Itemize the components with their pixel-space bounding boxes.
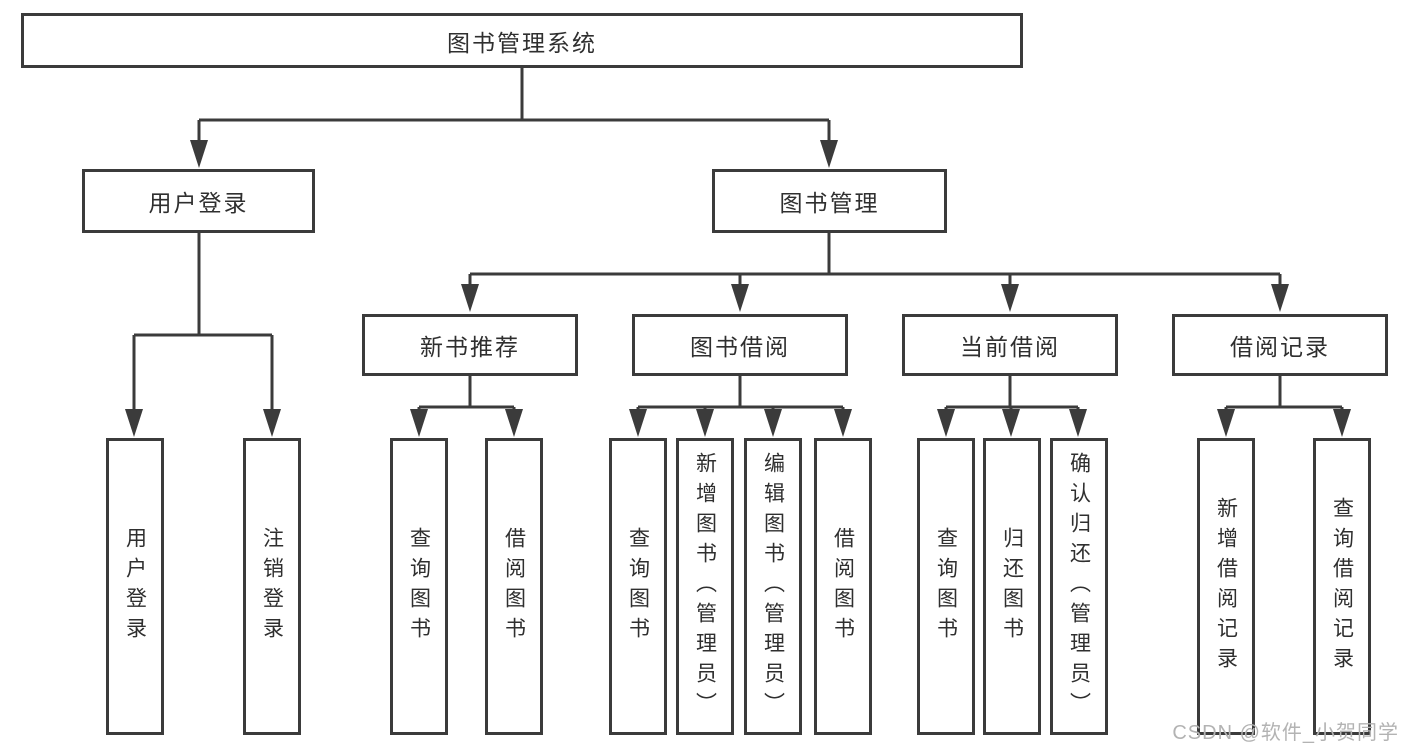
node-label: 图书管理	[779, 190, 880, 216]
leaf-return-books: 归还图书	[983, 438, 1041, 735]
leaf-query-borrow-record: 查询借阅记录	[1313, 438, 1371, 735]
leaf-label: 注销登录	[260, 526, 284, 647]
node-book-borrowing: 图书借阅	[632, 314, 848, 376]
leaf-label: 新增借阅记录	[1214, 496, 1238, 677]
node-root-system: 图书管理系统	[21, 13, 1023, 68]
node-new-book-recommendation: 新书推荐	[362, 314, 578, 376]
leaf-confirm-return-admin: 确认归还（管理员）	[1050, 438, 1108, 735]
node-label: 借阅记录	[1230, 334, 1330, 360]
leaf-label: 查询借阅记录	[1330, 496, 1354, 677]
leaf-label: 编辑图书（管理员）	[761, 451, 785, 722]
leaf-label: 归还图书	[1000, 526, 1024, 647]
leaf-label: 查询图书	[407, 526, 431, 647]
node-label: 图书借阅	[690, 334, 790, 360]
leaf-borrow-books: 借阅图书	[814, 438, 872, 735]
node-user-login-branch: 用户登录	[82, 169, 315, 233]
leaf-label: 确认归还（管理员）	[1067, 451, 1091, 722]
node-root-label: 图书管理系统	[447, 29, 597, 56]
leaf-label: 借阅图书	[502, 526, 526, 647]
leaf-logout: 注销登录	[243, 438, 301, 735]
node-label: 用户登录	[148, 190, 249, 216]
leaf-label: 查询图书	[934, 526, 958, 647]
leaf-add-borrow-record: 新增借阅记录	[1197, 438, 1255, 735]
leaf-label: 查询图书	[626, 526, 650, 647]
node-label: 新书推荐	[420, 334, 520, 360]
node-label: 当前借阅	[960, 334, 1060, 360]
node-book-management-branch: 图书管理	[712, 169, 947, 233]
leaf-add-books-admin: 新增图书（管理员）	[676, 438, 734, 735]
node-borrowing-records: 借阅记录	[1172, 314, 1388, 376]
csdn-watermark: CSDN @软件_小贺同学	[1172, 722, 1399, 744]
node-current-borrowing: 当前借阅	[902, 314, 1118, 376]
leaf-edit-books-admin: 编辑图书（管理员）	[744, 438, 802, 735]
leaf-query-books-recommend: 查询图书	[390, 438, 448, 735]
leaf-label: 新增图书（管理员）	[693, 451, 717, 722]
leaf-user-login: 用户登录	[106, 438, 164, 735]
leaf-query-books-borrowing: 查询图书	[609, 438, 667, 735]
leaf-label: 借阅图书	[831, 526, 855, 647]
leaf-borrow-books-recommend: 借阅图书	[485, 438, 543, 735]
leaf-query-books-current: 查询图书	[917, 438, 975, 735]
leaf-label: 用户登录	[123, 526, 147, 647]
